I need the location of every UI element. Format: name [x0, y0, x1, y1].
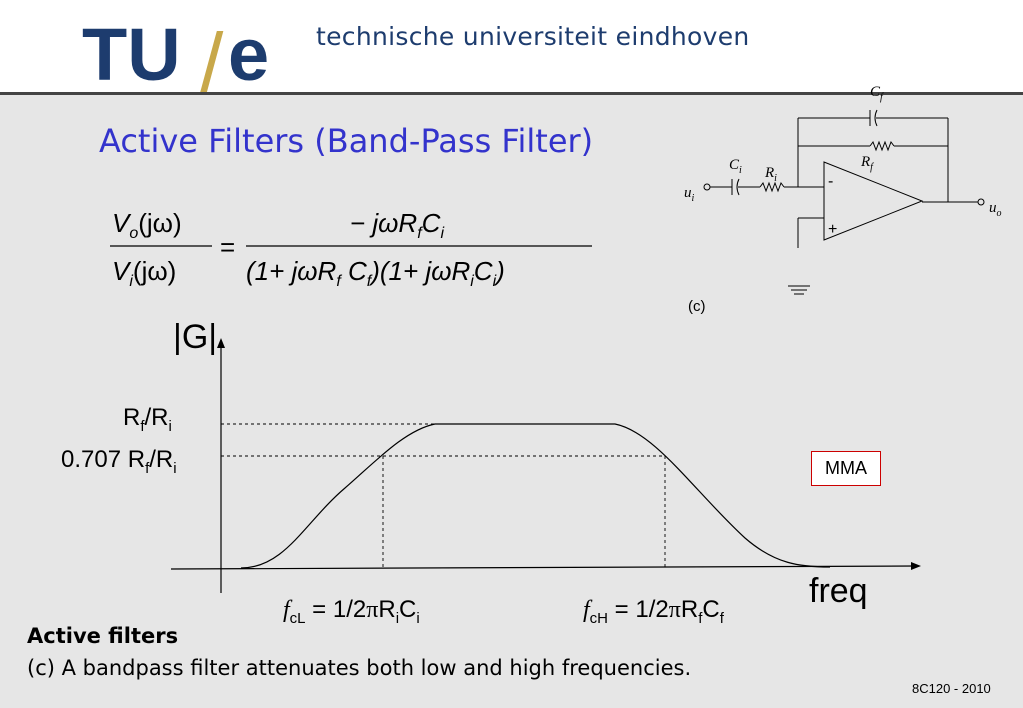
course-footer: 8C120 - 2010 [912, 681, 991, 696]
resistor-ri [759, 181, 785, 193]
x-axis [170, 565, 918, 570]
university-name: technische universiteit eindhoven [316, 22, 750, 51]
resistor-rf [869, 140, 895, 152]
input-terminal [703, 183, 711, 191]
header-divider [0, 92, 1023, 95]
formula-rhs-den: (1+ jωRf Cf)(1+ jωRiCi) [246, 256, 505, 290]
fch-formula: fcH = 1/2πRfCf [583, 596, 725, 627]
label-uo: uo [989, 200, 1002, 219]
logo-e: e [228, 18, 269, 96]
y-axis-label: |G| [173, 318, 217, 356]
response-curve [240, 423, 831, 569]
section-heading: Active filters [27, 624, 179, 648]
label-ci: Ci [729, 157, 742, 176]
transfer-function-formula: Vo(jω) Vi(jω) = − jωRfCi (1+ jωRf Cf)(1+… [100, 198, 610, 298]
op-amp [823, 161, 924, 241]
frequency-response-graph: |G| freq Rf/Ri 0.707 Rf/Ri fcL = 1/2πRiC… [55, 312, 955, 642]
formula-lhs-num: Vo(jω) [112, 208, 182, 242]
tue-logo: TU / e [82, 13, 292, 113]
level-707-label: 0.707 Rf/Ri [61, 446, 177, 477]
circuit-caption: (c) [688, 298, 706, 315]
header-bar: TU / e technische universiteit eindhoven [0, 0, 1023, 110]
formula-lhs-den: Vi(jω) [112, 256, 176, 290]
op-amp-minus: - [828, 173, 833, 190]
x-axis-label: freq [809, 572, 868, 610]
fcl-formula: fcL = 1/2πRiCi [283, 596, 420, 627]
section-description: (c) A bandpass filter attenuates both lo… [27, 656, 692, 680]
slide-title: Active Filters (Band-Pass Filter) [99, 122, 594, 160]
label-cf: Cf [870, 84, 884, 103]
output-terminal [977, 198, 985, 206]
mma-link-button[interactable]: MMA [811, 451, 881, 486]
bandpass-circuit-diagram: Cf Rf Ci Ri ui uo - + [678, 80, 1018, 315]
label-ui: ui [684, 185, 695, 204]
label-ri: Ri [764, 165, 777, 184]
logo-tu: TU [82, 18, 181, 96]
op-amp-plus: + [828, 221, 837, 238]
formula-equals: = [220, 232, 235, 262]
level-top-label: Rf/Ri [123, 404, 172, 435]
formula-rhs-num: − jωRfCi [350, 208, 444, 242]
label-rf: Rf [860, 154, 874, 173]
